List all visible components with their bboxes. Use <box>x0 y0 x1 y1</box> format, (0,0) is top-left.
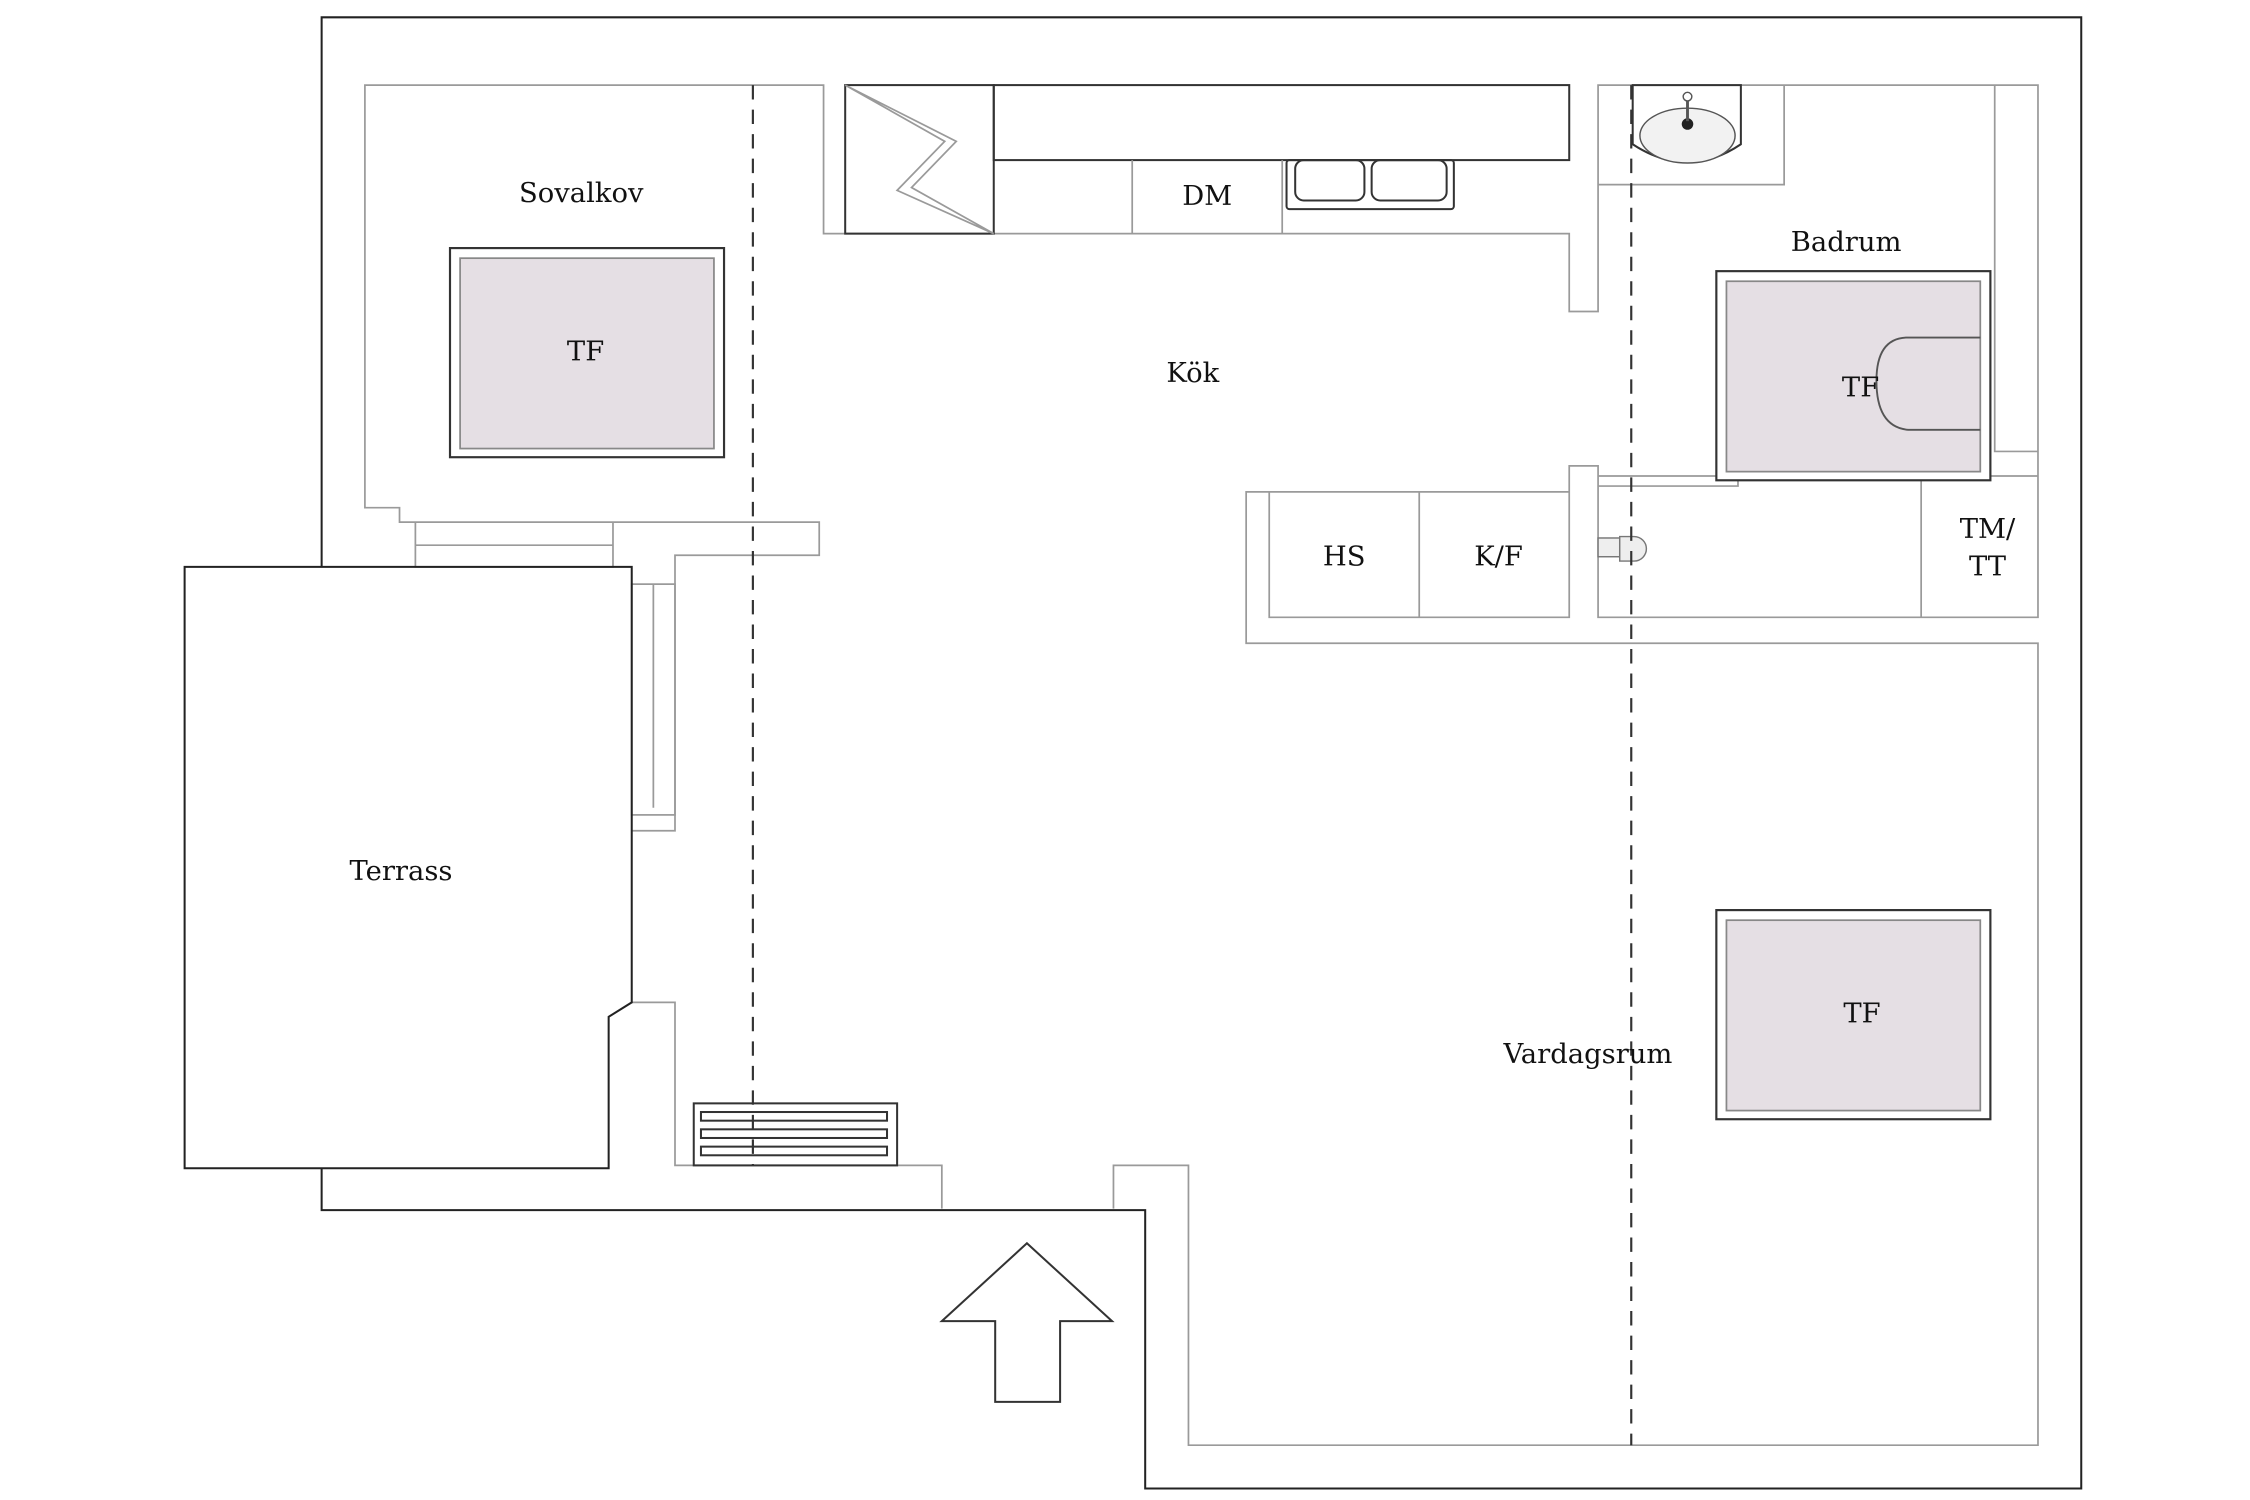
room-label-terrass: Terrass <box>349 856 452 887</box>
stove-zigzag <box>844 84 995 235</box>
label-kf: K/F <box>1474 541 1523 572</box>
label-tf: TF <box>1842 373 1879 404</box>
room-label-badrum: Badrum <box>1791 227 1902 258</box>
double-sink-icon <box>1285 159 1455 211</box>
radiator-icon <box>692 1102 899 1167</box>
toilet-icon <box>1597 535 1648 562</box>
inner-wall <box>631 1001 943 1209</box>
outer-wall <box>320 16 2083 1490</box>
label-dm: DM <box>1182 181 1232 212</box>
label-hs: HS <box>1323 541 1366 572</box>
tf-sovalkov <box>448 246 726 459</box>
inner-wall <box>364 84 2039 1447</box>
label-tf: TF <box>1843 999 1880 1030</box>
label-tm: TM/ <box>1960 514 2016 545</box>
room-label-sovalkov: Sovalkov <box>519 178 644 209</box>
wall-cabinets <box>992 84 1571 162</box>
entrance-arrow-icon <box>939 1241 1115 1403</box>
room-label-vardagsrum: Vardagsrum <box>1503 1039 1673 1070</box>
shower-icon <box>1715 270 1992 482</box>
sink-icon <box>1631 84 1742 164</box>
label-tt: TT <box>1969 551 2006 582</box>
room-label-kok: Kök <box>1166 358 1219 389</box>
label-tf: TF <box>567 337 604 368</box>
stove-icon <box>844 84 995 235</box>
terrace <box>183 565 633 1170</box>
tf-vardagsrum <box>1715 909 1992 1121</box>
